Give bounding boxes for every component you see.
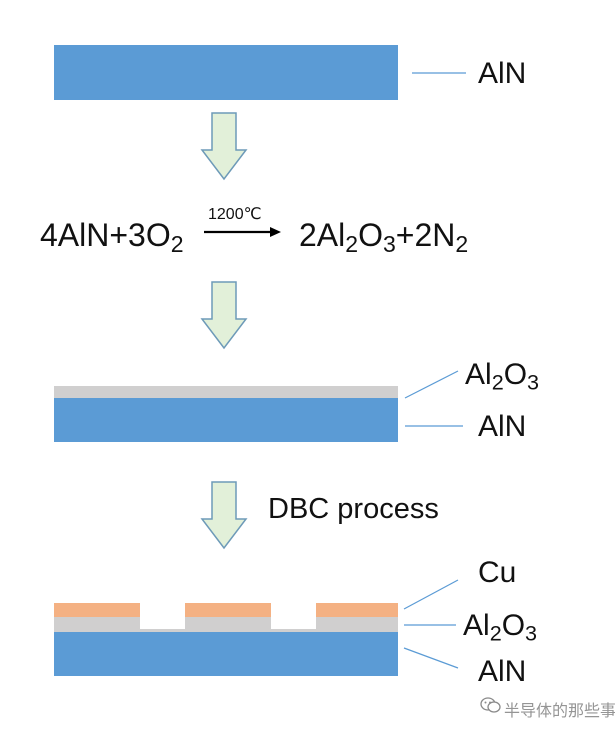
cu-pad-left bbox=[54, 603, 140, 617]
reaction-rhs-sub1: 2 bbox=[345, 230, 359, 257]
cu-pad-middle bbox=[185, 603, 271, 617]
reaction-lhs-sub: 2 bbox=[170, 230, 184, 257]
al2o3-sub1: 2 bbox=[491, 369, 504, 395]
al2o3-layer-stage3 bbox=[54, 629, 398, 632]
al2o3-sub2: 3 bbox=[527, 369, 540, 395]
aln-slab-stage2 bbox=[54, 398, 398, 442]
down-arrow-icon bbox=[200, 281, 248, 350]
reaction-lhs-main: 4AlN+3O bbox=[40, 217, 171, 253]
reaction-rhs: 2Al2O3+2N2 bbox=[299, 219, 468, 256]
leader-aln-stage3 bbox=[403, 647, 459, 669]
al2o3-label-stage3: Al2O3 bbox=[463, 611, 537, 644]
aln-label-stage3: AlN bbox=[478, 655, 527, 688]
reaction-rhs-part3: +2N bbox=[395, 217, 456, 253]
aln-label-stage1: AlN bbox=[478, 57, 527, 90]
al2o3-text-a: Al bbox=[465, 358, 492, 391]
right-arrow-icon bbox=[204, 227, 281, 237]
aln-slab-stage3 bbox=[54, 632, 398, 676]
reaction-rhs-part2: O bbox=[358, 217, 383, 253]
down-arrow-icon bbox=[200, 481, 248, 550]
cu-label-stage3: Cu bbox=[478, 556, 517, 589]
dbc-process-label: DBC process bbox=[268, 493, 439, 525]
aln-slab-stage1 bbox=[54, 45, 398, 100]
down-arrow-icon bbox=[200, 112, 248, 181]
leader-cu-stage3 bbox=[403, 579, 459, 610]
reaction-rhs-part1: 2Al bbox=[299, 217, 346, 253]
al2o3-sub1: 2 bbox=[489, 620, 502, 646]
watermark-text: 半导体的那些事 bbox=[504, 703, 615, 720]
al2o3-pad-left bbox=[54, 617, 140, 629]
al2o3-text-b: O bbox=[501, 609, 526, 642]
wechat-icon bbox=[480, 697, 501, 713]
al2o3-pad-middle bbox=[185, 617, 271, 629]
reaction-condition: 1200℃ bbox=[208, 206, 262, 223]
al2o3-layer-stage2 bbox=[54, 386, 398, 398]
reaction-rhs-sub3: 2 bbox=[455, 230, 469, 257]
al2o3-label-stage2: Al2O3 bbox=[465, 360, 539, 393]
aln-label-stage2: AlN bbox=[478, 410, 527, 443]
reaction-rhs-sub2: 3 bbox=[382, 230, 396, 257]
leader-al2o3-stage2 bbox=[404, 370, 459, 399]
reaction-lhs: 4AlN+3O2 bbox=[40, 219, 184, 256]
al2o3-sub2: 3 bbox=[525, 620, 538, 646]
al2o3-text-b: O bbox=[503, 358, 528, 391]
cu-pad-right bbox=[316, 603, 398, 617]
al2o3-text-a: Al bbox=[463, 609, 490, 642]
al2o3-pad-right bbox=[316, 617, 398, 629]
